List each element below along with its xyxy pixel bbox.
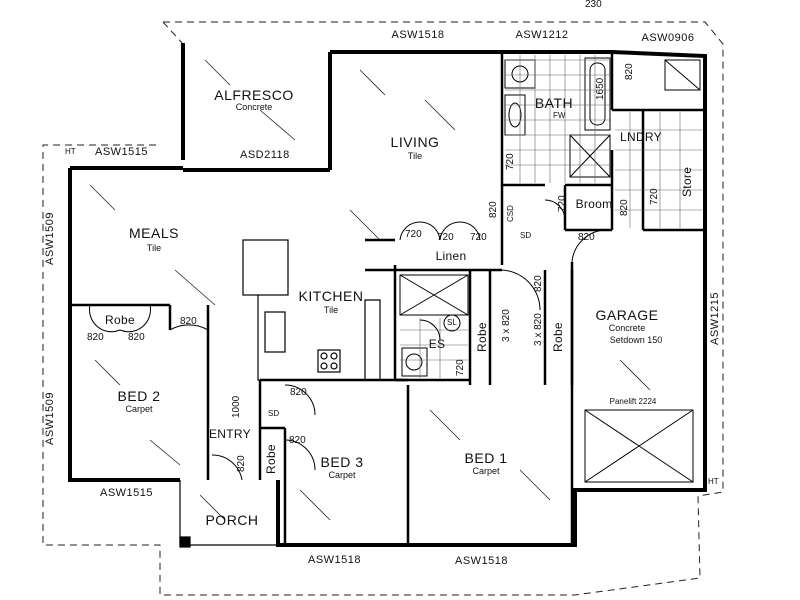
window-top-lndry: ASW0906 xyxy=(641,32,695,44)
dim-1650: 1650 xyxy=(595,77,606,100)
room-meals: MEALS xyxy=(129,225,179,241)
smoke-detector-hall: SD xyxy=(520,231,532,240)
finish-garage: Concrete xyxy=(608,323,646,333)
finish-bed1: Carpet xyxy=(472,466,500,476)
dim-820-bed3: 820 xyxy=(289,435,306,446)
room-es: ES xyxy=(428,337,446,351)
csd-label: CSD xyxy=(506,205,515,222)
dim-720-es: 720 xyxy=(455,359,466,376)
window-bottom-bed3: ASW1518 xyxy=(308,554,362,566)
door-swings xyxy=(89,199,607,481)
dim-820-robe-left: 820 xyxy=(87,332,104,343)
room-alfresco: ALFRESCO xyxy=(214,87,294,103)
room-broom: Broom xyxy=(575,197,613,211)
room-entry: ENTRY xyxy=(209,427,251,441)
smoke-detector-entry: SD xyxy=(268,409,280,418)
header-partial-num: 230 xyxy=(585,0,602,10)
external-walls xyxy=(68,43,707,547)
window-meals-top: ASW1515 xyxy=(95,146,149,158)
kitchen-bench xyxy=(242,239,381,381)
dim-820-lndry: 820 xyxy=(624,63,635,80)
hose-tap-right: HT xyxy=(708,477,719,486)
room-bath: BATH xyxy=(534,95,574,111)
dim-820-bed2: 820 xyxy=(180,316,197,327)
window-bottom-bed2: ASW1515 xyxy=(100,487,154,499)
dim-820-hall: 820 xyxy=(290,387,307,398)
room-store: Store xyxy=(680,166,694,197)
dim-720-linen-3: 720 xyxy=(470,232,487,243)
finish-alfresco: Concrete xyxy=(235,102,273,112)
dim-820-csd: 820 xyxy=(488,201,499,218)
dim-820-garage-door: 820 xyxy=(578,232,595,243)
garage-door xyxy=(584,409,694,483)
dim-3x820-garage: 3 x 820 xyxy=(533,313,544,346)
room-robe-es: Robe xyxy=(475,322,489,352)
room-porch: PORCH xyxy=(205,512,259,528)
dim-720-linen-1: 720 xyxy=(405,229,422,240)
room-living: LIVING xyxy=(390,134,440,150)
window-top-living: ASW1518 xyxy=(391,29,445,41)
room-bed3: BED 3 xyxy=(320,454,364,470)
hose-tap-left: HT xyxy=(65,147,76,156)
window-right-garage: ASW1215 xyxy=(709,291,721,345)
dim-3x820-es: 3 x 820 xyxy=(501,309,512,342)
dim-820-lndry-b: 820 xyxy=(619,199,630,216)
finish-kitchen: Tile xyxy=(323,305,339,315)
dim-820-es: 820 xyxy=(533,275,544,292)
tile-grid xyxy=(400,55,702,378)
room-kitchen: KITCHEN xyxy=(298,288,364,304)
dim-720-store: 720 xyxy=(649,188,660,205)
room-garage: GARAGE xyxy=(595,307,659,323)
room-linen: Linen xyxy=(435,249,467,263)
dim-1000: 1000 xyxy=(231,395,242,418)
room-lndry: LNDRY xyxy=(620,130,662,144)
dim-820-entry: 820 xyxy=(236,455,247,472)
eaves-outline xyxy=(42,21,724,596)
finish-meals: Tile xyxy=(146,243,162,253)
door-alfresco: ASD2118 xyxy=(240,149,290,161)
room-bed1: BED 1 xyxy=(464,450,508,466)
dim-720-linen-2: 720 xyxy=(437,232,454,243)
garage-setdown: Setdown 150 xyxy=(609,335,663,345)
dim-820-robe-right: 820 xyxy=(128,332,145,343)
label-sl: SL xyxy=(447,318,457,327)
window-top-bath: ASW1212 xyxy=(515,29,569,41)
room-robe-bed3: Robe xyxy=(264,444,278,474)
finish-living: Tile xyxy=(407,151,423,161)
room-robe-bed2: Robe xyxy=(105,313,135,327)
window-bottom-bed1: ASW1518 xyxy=(455,555,509,567)
window-left-bed2: ASW1509 xyxy=(44,391,56,445)
hatching xyxy=(89,59,651,521)
internal-walls xyxy=(70,52,705,545)
window-left-meals: ASW1509 xyxy=(44,211,56,265)
dim-720-bath: 720 xyxy=(505,153,516,170)
finish-bed3: Carpet xyxy=(328,470,356,480)
room-bed2: BED 2 xyxy=(117,388,161,404)
porch-outline xyxy=(179,480,278,548)
room-robe-garage: Robe xyxy=(551,322,565,352)
floor-waste: FW xyxy=(553,111,566,120)
finish-bed2: Carpet xyxy=(125,404,153,414)
dim-720-broom: 720 xyxy=(557,195,568,212)
garage-panelift: Panelift 2224 xyxy=(609,397,657,406)
